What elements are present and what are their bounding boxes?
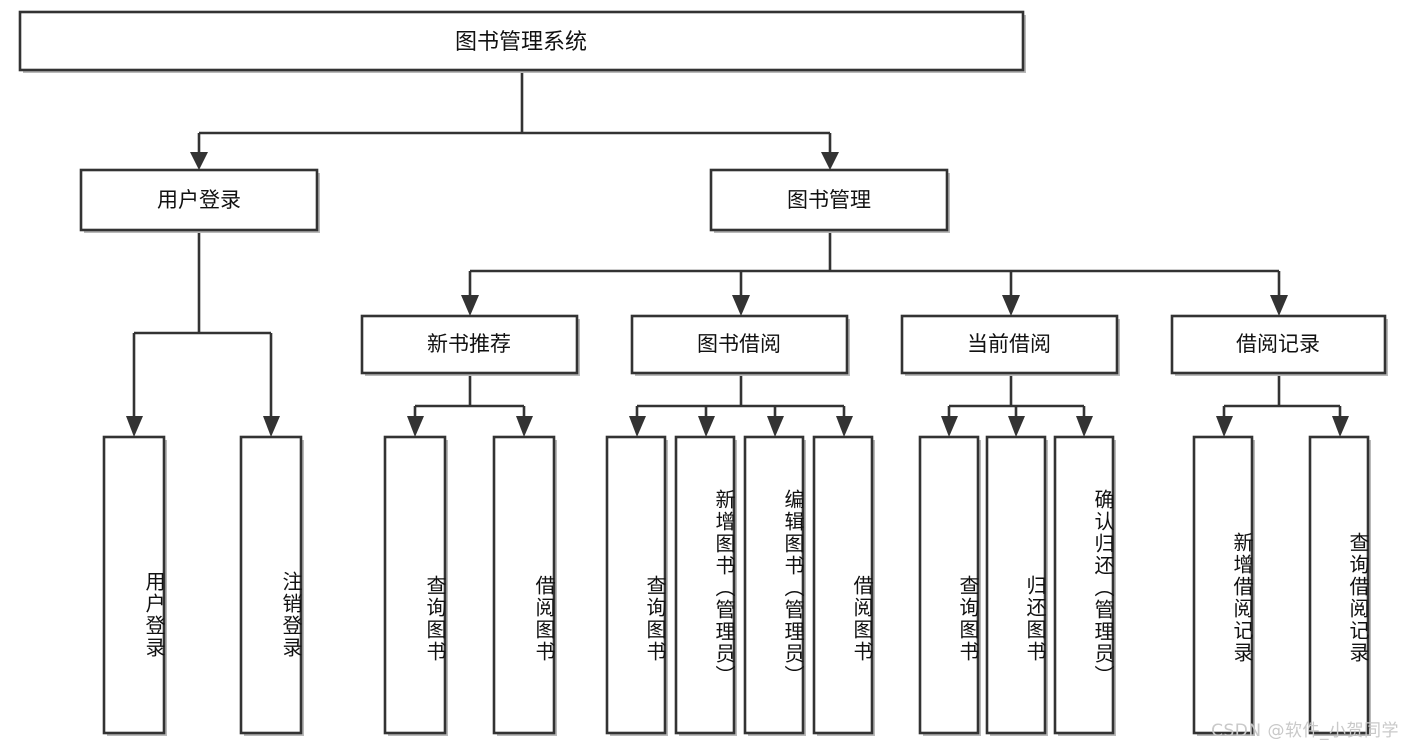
node-leaf-return-book[interactable] bbox=[985, 435, 1048, 736]
arrow-leaf-borrow-book-1 bbox=[516, 416, 533, 437]
node-leaf-query-book-2[interactable] bbox=[605, 435, 668, 736]
arrow-leaf-query-borrow-record bbox=[1332, 416, 1349, 437]
node-leaf-confirm-return[interactable] bbox=[1053, 435, 1116, 736]
arrow-book-management bbox=[821, 152, 839, 170]
node-leaf-query-book-1[interactable] bbox=[383, 435, 448, 736]
arrow-user-login bbox=[190, 152, 208, 170]
arrow-leaf-borrow-book-2 bbox=[836, 416, 853, 437]
arrow-leaf-add-borrow-record bbox=[1216, 416, 1233, 437]
node-user-login-label: 用户登录 bbox=[157, 188, 241, 212]
node-leaf-query-borrow-record[interactable] bbox=[1308, 435, 1371, 736]
node-user-login[interactable]: 用户登录 bbox=[79, 168, 320, 233]
node-leaf-user-logout[interactable] bbox=[239, 435, 304, 736]
node-book-borrow[interactable]: 图书借阅 bbox=[630, 314, 850, 376]
nodes-layer: 图书管理系统 用户登录 图书管理 新书推荐 bbox=[18, 10, 1388, 736]
arrow-book-borrow bbox=[732, 295, 750, 316]
node-new-book-recommend-label: 新书推荐 bbox=[427, 332, 511, 356]
node-leaf-borrow-book-1[interactable] bbox=[492, 435, 557, 736]
node-book-management-label: 图书管理 bbox=[787, 188, 871, 212]
node-book-borrow-label: 图书借阅 bbox=[697, 332, 781, 356]
arrow-leaf-query-book-3 bbox=[941, 416, 958, 437]
node-new-book-recommend[interactable]: 新书推荐 bbox=[360, 314, 580, 376]
node-current-borrow-label: 当前借阅 bbox=[967, 332, 1051, 356]
edges-layer bbox=[126, 70, 1349, 437]
node-leaf-edit-book[interactable] bbox=[743, 435, 806, 736]
node-root[interactable]: 图书管理系统 bbox=[18, 10, 1026, 73]
node-borrow-record-label: 借阅记录 bbox=[1236, 332, 1320, 356]
arrow-leaf-query-book-2 bbox=[629, 416, 646, 437]
arrow-leaf-edit-book bbox=[767, 416, 784, 437]
node-root-label: 图书管理系统 bbox=[455, 30, 587, 55]
arrow-leaf-user-login bbox=[126, 416, 143, 437]
node-leaf-add-borrow-record[interactable] bbox=[1192, 435, 1255, 736]
node-leaf-query-book-3[interactable] bbox=[918, 435, 981, 736]
csdn-watermark: CSDN @软件_小贺同学 bbox=[1211, 721, 1399, 741]
arrow-leaf-query-book-1 bbox=[407, 416, 424, 437]
node-leaf-borrow-book-2[interactable] bbox=[812, 435, 875, 736]
node-borrow-record[interactable]: 借阅记录 bbox=[1170, 314, 1388, 376]
arrow-leaf-add-book bbox=[698, 416, 715, 437]
node-leaf-user-login[interactable] bbox=[102, 435, 167, 736]
arrow-leaf-user-logout bbox=[263, 416, 280, 437]
node-book-management[interactable]: 图书管理 bbox=[709, 168, 950, 233]
arrow-new-book-recommend bbox=[461, 295, 479, 316]
arrow-leaf-confirm-return bbox=[1076, 416, 1093, 437]
arrow-borrow-record bbox=[1270, 295, 1288, 316]
node-leaf-add-book[interactable] bbox=[674, 435, 737, 736]
arrow-leaf-return-book bbox=[1008, 416, 1025, 437]
node-current-borrow[interactable]: 当前借阅 bbox=[900, 314, 1120, 376]
arrow-current-borrow bbox=[1002, 295, 1020, 316]
